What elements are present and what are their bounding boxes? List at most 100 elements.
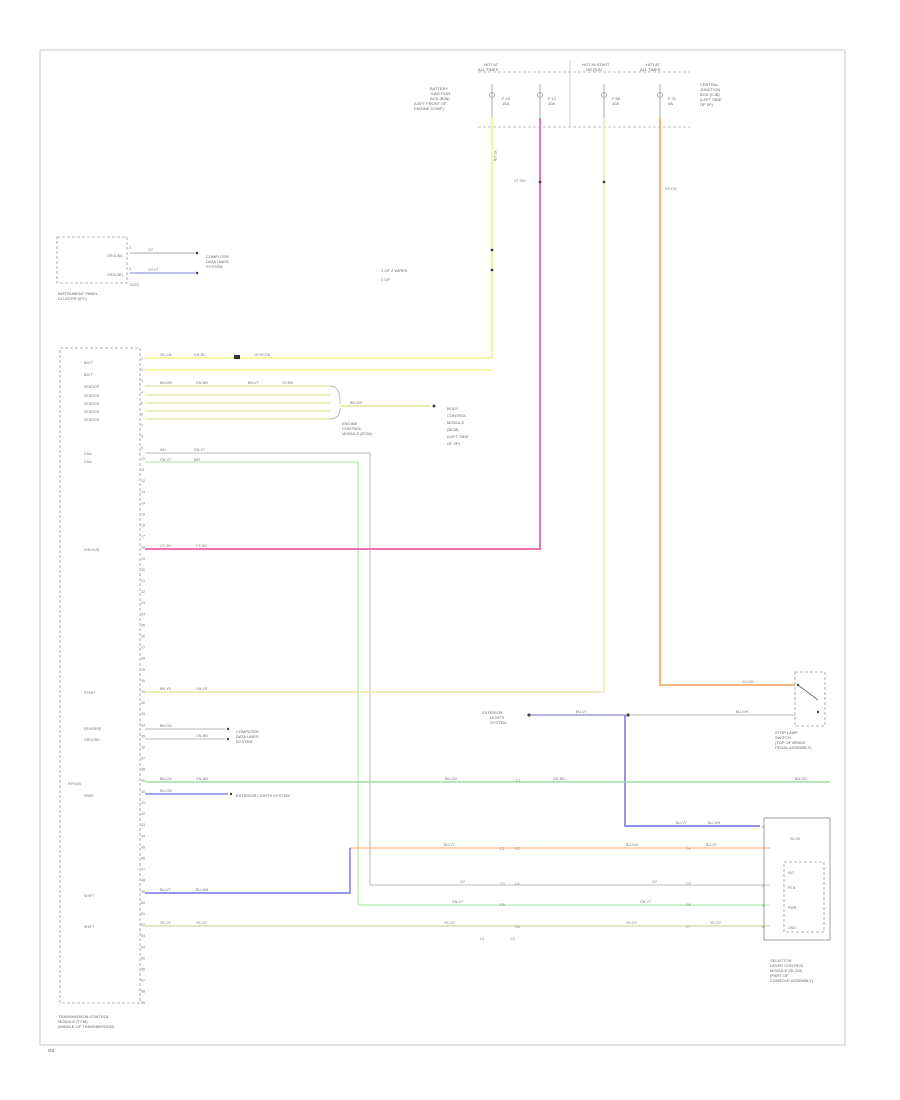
svg-text:C5: C5 xyxy=(500,903,505,907)
svg-text:GN-VT: GN-VT xyxy=(194,448,206,452)
svg-text:BU-VT: BU-VT xyxy=(706,843,718,847)
svg-text:GROUND: GROUND xyxy=(84,738,100,742)
svg-text:BU-VT: BU-VT xyxy=(444,843,456,847)
splice-dot xyxy=(490,248,494,252)
svg-text:C6: C6 xyxy=(686,903,691,907)
tcm-pin-number: 55 xyxy=(141,956,145,960)
tcm-module: TRANSMISSION CONTROL MODULE (TCM) (MIDDL… xyxy=(58,347,145,1029)
tcm-pin-number: 1 xyxy=(141,357,143,361)
tcm-pin-number: 44 xyxy=(141,834,145,838)
svg-text:BU-GN: BU-GN xyxy=(160,789,172,793)
splice-dot xyxy=(490,268,494,272)
svg-text:CAN: CAN xyxy=(84,460,92,464)
tcm-pin-number: 43 xyxy=(141,823,145,827)
tcm-pin-number: 21 xyxy=(141,579,145,583)
tcm-pin-number: 40 xyxy=(141,790,145,794)
ipc-name: INSTRUMENT PANEL CLUSTER (IPC) xyxy=(58,291,99,301)
tcm-pin-number: 28 xyxy=(141,657,145,661)
tcm-pin-number: 30 xyxy=(141,679,145,683)
wire-reverse: BN-GN GN-BN COMPUTER DATA LINES SYSTEM xyxy=(145,724,259,744)
wire-pink-ign: VT-GN VT-GN VT-GN xyxy=(145,118,541,550)
svg-text:BU-WH: BU-WH xyxy=(626,843,639,847)
svg-text:GN-BN: GN-BN xyxy=(196,777,208,781)
svg-text:SHIFT: SHIFT xyxy=(84,894,95,898)
bjb-label: BATTERY JUNCTION BOX (BJB) (LEFT FRONT O… xyxy=(414,86,451,111)
wire-orange: GY-OG GY-OG xyxy=(659,118,795,686)
svg-text:IGN RUN: IGN RUN xyxy=(84,548,100,552)
svg-text:GN-BN: GN-BN xyxy=(196,381,208,385)
svg-text:GY: GY xyxy=(460,880,466,884)
svg-text:BN-GN: BN-GN xyxy=(160,724,172,728)
connector-tags: C1 C2 C3 C4 C5 C6 C7 C1 C3 C4 C5 C6 C7 xyxy=(480,779,691,941)
tcm-pin-number: 6 xyxy=(141,413,143,417)
svg-text:PWR: PWR xyxy=(788,906,797,910)
tcm-pin-number: 53 xyxy=(141,934,145,938)
svg-text:BU-VT: BU-VT xyxy=(160,888,172,892)
tcm-pin-number: 59 xyxy=(141,1001,145,1005)
svg-text:2: 2 xyxy=(129,246,131,250)
tcm-pin-number: 39 xyxy=(141,779,145,783)
tcm-pin-number: 18 xyxy=(141,546,145,550)
svg-text:YE-GN: YE-GN xyxy=(160,353,172,357)
svg-text:1: 1 xyxy=(762,825,764,829)
splice-dot xyxy=(602,180,606,184)
tcm-pin-number: 24 xyxy=(141,612,145,616)
tcm-pin-number: 56 xyxy=(141,968,145,972)
svg-text:YE-GY: YE-GY xyxy=(196,921,208,925)
tcm-pin-number: 38 xyxy=(141,768,145,772)
svg-text:SHIFT: SHIFT xyxy=(84,925,95,929)
wire-can: WH GN-VT GN-VT WH ENGINE CONTROL MODULE … xyxy=(145,421,770,906)
tcm-pin-number: 32 xyxy=(141,701,145,705)
svg-text:WH: WH xyxy=(160,448,166,452)
tcm-pin-number: 49 xyxy=(141,890,145,894)
svg-text:GN-YE: GN-YE xyxy=(196,687,208,691)
svg-text:BU-VT: BU-VT xyxy=(576,710,588,714)
tcm-pin-number: 2 xyxy=(141,368,143,372)
svg-text:SENSOR: SENSOR xyxy=(84,385,100,389)
selector-lever-module: SLCM 1 2 3 4 SIG RTN PWR GND SELECTOR LE… xyxy=(762,817,831,983)
tcm-pin-number: 5 xyxy=(141,401,143,405)
tcm-pin-number: 25 xyxy=(141,623,145,627)
svg-text:GN-VT: GN-VT xyxy=(160,458,172,462)
tcm-pin-number: 23 xyxy=(141,601,145,605)
svg-text:C7: C7 xyxy=(516,779,521,783)
svg-text:GN-VT: GN-VT xyxy=(640,900,652,904)
svg-text:2: 2 xyxy=(762,884,764,888)
tcm-pin-number: 50 xyxy=(141,901,145,905)
tcm-pin-number: 52 xyxy=(141,923,145,927)
svg-text:GY: GY xyxy=(652,880,658,884)
tcm-pin-number: 10 xyxy=(141,457,145,461)
ipc-target: COMPUTER DATA LINES SYSTEM xyxy=(206,254,230,269)
splice-dot xyxy=(527,713,531,717)
wire-green-prnd: BN-GN GN-BN BN-GN GN-BN BN-GN xyxy=(145,777,830,783)
tcm-pin-number: 3 xyxy=(141,379,143,383)
frame-label: G0 xyxy=(48,1048,55,1053)
svg-text:BN-VT: BN-VT xyxy=(248,381,260,385)
tcm-pin-number: 26 xyxy=(141,635,145,639)
svg-text:BN-GN: BN-GN xyxy=(795,777,807,781)
svg-text:SENSOR: SENSOR xyxy=(84,394,100,398)
svg-text:YE-GY: YE-GY xyxy=(626,921,638,925)
sensor-dest: BODY CONTROL MODULE (BCM) (LEFT SIDE OF … xyxy=(447,406,470,446)
svg-text:GY-BN: GY-BN xyxy=(282,381,293,385)
svg-text:REVERSE: REVERSE xyxy=(84,727,102,731)
svg-text:15 YE-GN: 15 YE-GN xyxy=(254,353,271,357)
svg-text:BN-WH: BN-WH xyxy=(160,381,173,385)
svg-text:C2: C2 xyxy=(515,847,520,851)
svg-text:GND: GND xyxy=(788,926,796,930)
tcm-pin-number: 20 xyxy=(141,568,145,572)
tcm-pin-number: 58 xyxy=(141,990,145,994)
svg-text:C3: C3 xyxy=(510,937,515,941)
svg-text:CAN: CAN xyxy=(84,452,92,456)
svg-text:GN-BN: GN-BN xyxy=(553,777,565,781)
tcm-name: TRANSMISSION CONTROL MODULE (TCM) (MIDDL… xyxy=(58,1014,115,1029)
